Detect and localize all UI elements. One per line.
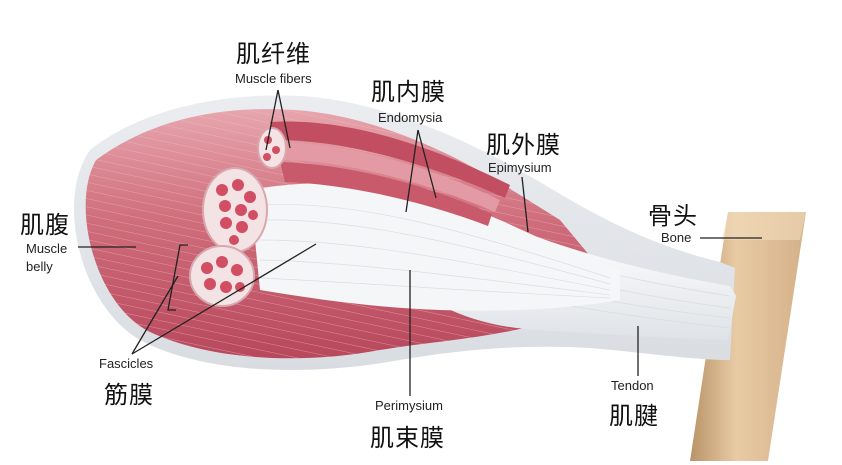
label-perimysium-zh: 肌束膜 xyxy=(370,424,445,452)
label-epimysium-en: Epimysium xyxy=(488,160,552,175)
label-muscle-belly-en-line1: Muscle xyxy=(26,241,68,256)
label-endomysia-zh: 肌内膜 xyxy=(371,78,446,106)
label-muscle-belly-zh: 肌腹 xyxy=(20,211,70,239)
label-tendon-zh: 肌腱 xyxy=(609,402,659,430)
leader-lines xyxy=(78,89,762,396)
label-fascicles-en: Fascicles xyxy=(99,356,154,371)
muscle-fiber-strips xyxy=(270,121,510,226)
label-muscle-fibers-en: Muscle fibers xyxy=(235,71,312,86)
fascicle-cross-sections xyxy=(189,127,287,307)
label-muscle-fibers-zh: 肌纤维 xyxy=(236,40,311,68)
label-muscle-belly-en-line2: belly xyxy=(26,259,53,274)
label-endomysia-en: Endomysia xyxy=(378,110,443,125)
label-fascicles-zh: 筋膜 xyxy=(104,381,154,409)
label-tendon-en: Tendon xyxy=(611,378,654,393)
label-epimysium-zh: 肌外膜 xyxy=(486,131,561,159)
label-perimysium-en: Perimysium xyxy=(375,398,443,413)
perimysium-bundle xyxy=(250,183,620,311)
label-bone-en: Bone xyxy=(661,230,692,245)
label-bone-zh: 骨头 xyxy=(648,202,698,230)
